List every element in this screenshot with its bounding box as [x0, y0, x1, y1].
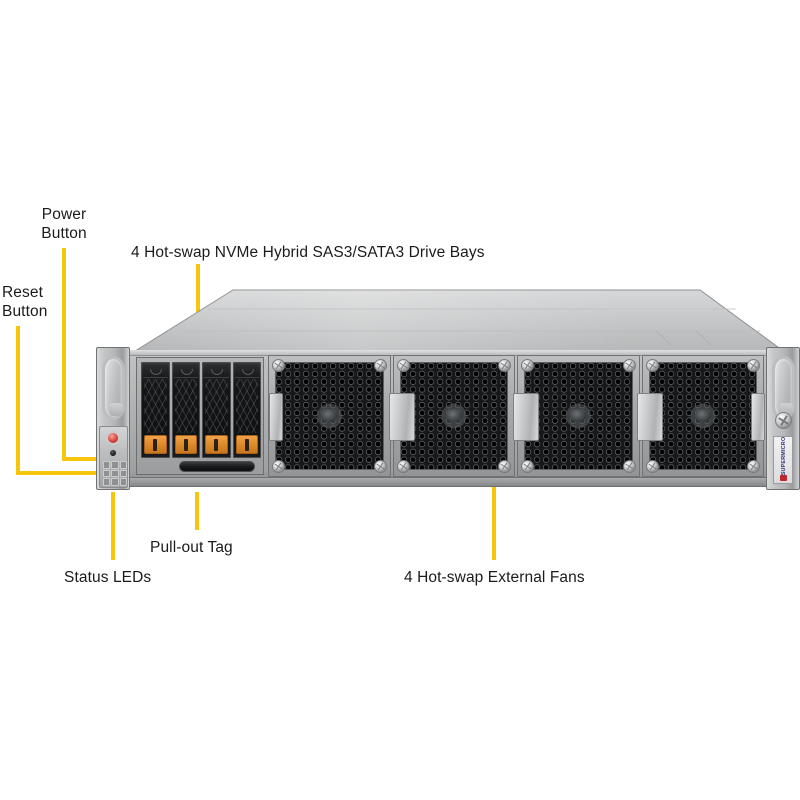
brand-logo-text: SUPERMICRO — [781, 436, 787, 476]
fan-screw — [622, 359, 636, 372]
drive-bay-top-cap — [173, 364, 198, 378]
status-leds — [103, 461, 127, 486]
callout-label-power-button: Power Button — [41, 206, 87, 242]
status-led — [103, 461, 111, 469]
callout-label-reset-button: Reset Button — [2, 284, 48, 320]
status-led — [119, 461, 127, 469]
drive-bay-top-cap — [204, 364, 229, 378]
leader-line-power-button-horizontal — [62, 457, 110, 461]
drive-bay-row — [141, 362, 261, 458]
fan-screw — [396, 359, 410, 372]
fan-screw — [498, 460, 511, 473]
leader-line-pull-out-tag — [195, 492, 199, 530]
control-panel — [99, 426, 128, 488]
fan-screw — [747, 460, 760, 473]
status-led — [111, 469, 119, 478]
brand-logo: SUPERMICRO — [773, 436, 793, 484]
drive-bay[interactable] — [232, 362, 261, 458]
chassis-handle-right[interactable] — [772, 356, 795, 420]
fan-screw — [498, 359, 511, 372]
fan-hub — [694, 409, 711, 422]
fan-handle[interactable] — [637, 393, 663, 441]
drive-bay-vent — [235, 379, 258, 433]
brand-logo-mark — [780, 475, 787, 481]
hot-swap-fan[interactable] — [268, 355, 391, 477]
pull-out-tag[interactable] — [179, 461, 255, 472]
hot-swap-fan[interactable] — [517, 355, 640, 477]
fan-screw — [521, 460, 534, 473]
power-button[interactable] — [106, 431, 120, 445]
rack-ear-right: SUPERMICRO — [766, 347, 800, 490]
callout-label-status-leds: Status LEDs — [64, 569, 152, 586]
leader-line-reset-button-vertical — [16, 326, 20, 471]
server-chassis: SUPERMICRO — [96, 287, 800, 502]
fan-grill-frame — [399, 362, 508, 470]
status-led — [111, 461, 119, 469]
fan-screw — [272, 359, 285, 372]
fan-screw — [521, 359, 534, 372]
fan-grill-frame — [648, 362, 757, 470]
fan-screw — [747, 359, 760, 372]
chassis-bottom-trim — [130, 477, 766, 486]
drive-bay[interactable] — [141, 362, 170, 458]
fan-screw — [645, 460, 659, 473]
fan-handle[interactable] — [389, 393, 415, 441]
leader-line-reset-button-horizontal — [16, 471, 111, 475]
drive-bay-latch[interactable] — [205, 435, 228, 454]
fan-handle[interactable] — [269, 393, 283, 441]
leader-line-external-fans — [492, 430, 496, 560]
drive-bay-latch[interactable] — [235, 435, 258, 454]
drive-bay-latch[interactable] — [174, 435, 197, 454]
drive-bay-vent — [144, 379, 167, 433]
callout-label-pull-out-tag: Pull-out Tag — [150, 539, 233, 556]
status-led — [103, 469, 111, 478]
callout-label-external-fans: 4 Hot-swap External Fans — [404, 569, 585, 586]
drive-bay[interactable] — [202, 362, 231, 458]
fan-screw — [396, 460, 410, 473]
fan-screw — [272, 460, 285, 473]
fan-screw — [373, 359, 387, 372]
fan-hub — [445, 409, 462, 422]
drive-bay[interactable] — [171, 362, 200, 458]
drive-bay-latch[interactable] — [144, 435, 167, 454]
fan-screw — [373, 460, 387, 473]
fan-screw — [645, 359, 659, 372]
fan-grill-frame — [275, 362, 384, 470]
fan-hub — [321, 409, 338, 422]
fan-bank — [268, 355, 764, 477]
status-led — [119, 478, 127, 486]
chassis-top-lid — [96, 287, 800, 359]
drive-bay-top-cap — [143, 364, 168, 378]
fan-handle[interactable] — [513, 393, 539, 441]
fan-handle[interactable] — [751, 393, 765, 441]
fan-grill-frame — [524, 362, 633, 470]
callout-label-drive-bays: 4 Hot-swap NVMe Hybrid SAS3/SATA3 Drive … — [131, 244, 485, 261]
drive-bay-vent — [205, 379, 228, 433]
chassis-handle-left[interactable] — [102, 356, 125, 420]
drive-bay-vent — [174, 379, 197, 433]
reset-button[interactable] — [109, 449, 117, 457]
leader-line-power-button-vertical — [62, 248, 66, 457]
rack-ear-left — [96, 347, 130, 490]
status-led — [119, 469, 127, 478]
drive-bay-top-cap — [234, 364, 259, 378]
status-led — [111, 478, 119, 486]
fan-hub — [570, 409, 587, 422]
status-led — [103, 478, 111, 486]
leader-line-status-leds — [111, 492, 115, 560]
drive-bay-cage — [136, 357, 264, 475]
rack-ear-screw — [775, 412, 792, 429]
fan-screw — [622, 460, 636, 473]
